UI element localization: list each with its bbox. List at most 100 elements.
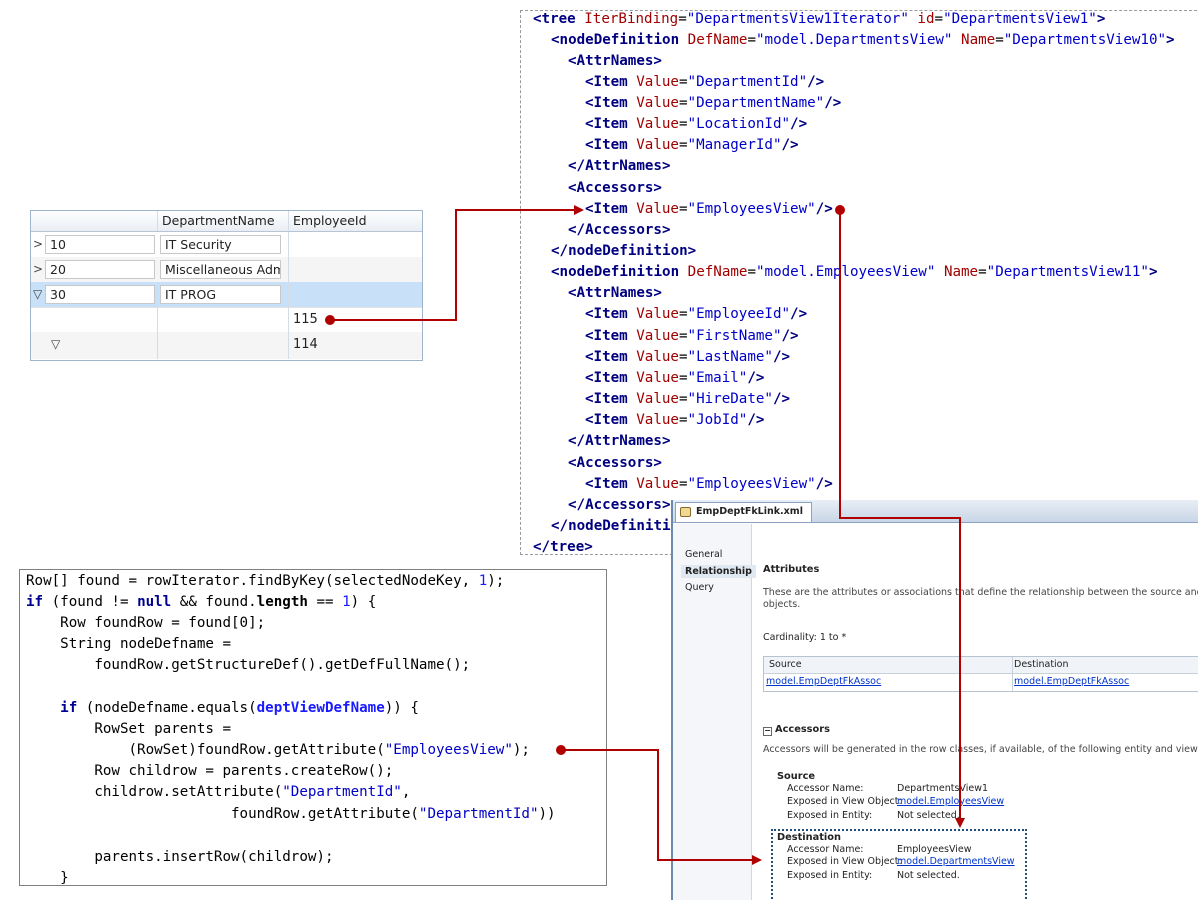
table-row[interactable]: ▽ 114 xyxy=(31,332,422,359)
xml-item: <Item Value="LastName"/> xyxy=(585,349,791,365)
table-row[interactable]: 115 xyxy=(31,307,422,333)
attributes-heading: Attributes xyxy=(763,564,820,575)
collapse-icon[interactable]: ▽ xyxy=(51,337,61,351)
code-line: Row[] found = rowIterator.findByKey(sele… xyxy=(26,573,505,589)
xml-accessors-close: </Accessors> xyxy=(568,497,671,513)
xml-item: <Item Value="DepartmentId"/> xyxy=(585,74,825,90)
xml-attrnames-open: <AttrNames> xyxy=(568,285,662,301)
employee-id-cell: 115 xyxy=(293,312,318,327)
department-name-field[interactable]: IT Security xyxy=(160,235,281,254)
attributes-table: Source Destination model.EmpDeptFkAssoc … xyxy=(763,656,1198,692)
xml-attrnames-close: </AttrNames> xyxy=(568,433,671,449)
table-row-selected[interactable]: ▽ 30 IT PROG xyxy=(31,282,422,308)
id-cell xyxy=(31,307,158,332)
xml-accessor-item: <Item Value="EmployeesView"/> xyxy=(585,201,833,217)
id-field[interactable]: 30 xyxy=(45,285,155,304)
source-exposed-entity-label: Exposed in Entity: xyxy=(787,810,873,821)
source-association-link[interactable]: model.EmpDeptFkAssoc xyxy=(766,676,882,687)
id-cell xyxy=(31,332,158,359)
xml-node-definition-departments: <nodeDefinition DefName="model.Departmen… xyxy=(551,32,1175,48)
column-header-department-name[interactable]: DepartmentName xyxy=(158,211,289,231)
editor-tab[interactable]: EmpDeptFkLink.xml xyxy=(675,502,812,522)
xml-node-definition-close: </nodeDefinition> xyxy=(551,243,697,259)
xml-page-definition: <tree IterBinding="DepartmentsView1Itera… xyxy=(520,10,1198,555)
source-heading: Source xyxy=(777,771,816,782)
xml-item: <Item Value="LocationId"/> xyxy=(585,116,808,132)
source-exposed-view-label: Exposed in View Object: xyxy=(787,796,902,807)
code-line: childrow.setAttribute("DepartmentId", xyxy=(26,784,411,800)
employee-id-cell xyxy=(289,282,422,307)
department-name-field[interactable]: IT PROG xyxy=(160,285,281,304)
destination-exposed-view-label: Exposed in View Object: xyxy=(787,856,902,867)
code-line: foundRow.getStructureDef().getDefFullNam… xyxy=(26,657,471,673)
destination-heading: Destination xyxy=(777,832,841,843)
xml-accessors-open: <Accessors> xyxy=(568,180,662,196)
table-row[interactable]: > 20 Miscellaneous Adm xyxy=(31,257,422,283)
xml-accessors-open: <Accessors> xyxy=(568,455,662,471)
table-row[interactable]: > 10 IT Security xyxy=(31,232,422,258)
association-editor-window: EmpDeptFkLink.xml General Relationship Q… xyxy=(671,500,1198,900)
xml-accessor-item: <Item Value="EmployeesView"/> xyxy=(585,476,833,492)
employee-id-cell xyxy=(289,232,422,257)
java-code-snippet: Row[] found = rowIterator.findByKey(sele… xyxy=(19,569,607,886)
column-header-employee-id[interactable]: EmployeeId xyxy=(293,213,367,228)
employee-id-cell: 114 xyxy=(293,337,318,352)
xml-item: <Item Value="ManagerId"/> xyxy=(585,137,799,153)
editor-tab-bar: EmpDeptFkLink.xml xyxy=(673,500,1198,523)
destination-exposed-entity-label: Exposed in Entity: xyxy=(787,870,873,881)
xml-item: <Item Value="JobId"/> xyxy=(585,412,765,428)
xml-accessors-close: </Accessors> xyxy=(568,222,671,238)
xml-item: <Item Value="Email"/> xyxy=(585,370,765,386)
code-line: String nodeDefname = xyxy=(26,636,231,652)
code-line: RowSet parents = xyxy=(26,721,231,737)
xml-item: <Item Value="HireDate"/> xyxy=(585,391,791,407)
nav-item-relationship[interactable]: Relationship xyxy=(681,565,756,578)
collapse-icon[interactable]: − xyxy=(763,726,772,736)
xml-file-icon xyxy=(680,507,691,517)
accessors-description: Accessors will be generated in the row c… xyxy=(763,744,1198,755)
xml-attrnames-close: </AttrNames> xyxy=(568,158,671,174)
department-name-cell xyxy=(158,307,289,332)
employee-id-cell xyxy=(289,257,422,282)
source-accessor-name-value: DepartmentsView1 xyxy=(897,783,989,794)
xml-item: <Item Value="DepartmentName"/> xyxy=(585,95,842,111)
xml-item: <Item Value="EmployeeId"/> xyxy=(585,306,808,322)
xml-tree-open: <tree IterBinding="DepartmentsView1Itera… xyxy=(533,11,1106,27)
editor-tab-label: EmpDeptFkLink.xml xyxy=(696,506,803,517)
nav-item-general[interactable]: General xyxy=(685,549,723,560)
code-line: if (nodeDefname.equals(deptViewDefName))… xyxy=(60,700,419,716)
id-field[interactable]: 20 xyxy=(45,260,155,279)
code-line: foundRow.getAttribute("DepartmentId")) xyxy=(26,806,556,822)
editor-content: Attributes These are the attributes or a… xyxy=(763,524,1198,900)
source-exposed-view-link[interactable]: model.EmployeesView xyxy=(897,796,1005,807)
destination-exposed-view-link[interactable]: model.DepartmentsView xyxy=(897,856,1015,867)
xml-attrnames-open: <AttrNames> xyxy=(568,53,662,69)
cardinality-label: Cardinality: 1 to * xyxy=(763,632,847,643)
department-name-cell xyxy=(158,332,289,359)
column-header-destination[interactable]: Destination xyxy=(1014,659,1069,670)
column-divider xyxy=(1012,657,1013,691)
expand-icon[interactable]: > xyxy=(33,237,44,251)
code-line: Row childrow = parents.createRow(); xyxy=(26,763,394,779)
accessors-heading[interactable]: −Accessors xyxy=(763,724,830,736)
destination-accessor-name-label: Accessor Name: xyxy=(787,844,864,855)
destination-association-link[interactable]: model.EmpDeptFkAssoc xyxy=(1014,676,1130,687)
column-header-source[interactable]: Source xyxy=(769,659,802,670)
nav-item-query[interactable]: Query xyxy=(685,582,714,593)
collapse-icon[interactable]: ▽ xyxy=(33,287,43,301)
source-exposed-entity-value: Not selected. xyxy=(897,810,960,821)
destination-exposed-entity-value: Not selected. xyxy=(897,870,960,881)
destination-accessor-name-value: EmployeesView xyxy=(897,844,972,855)
editor-navigation: General Relationship Query xyxy=(673,524,756,900)
column-header-id[interactable] xyxy=(31,211,158,231)
department-name-field[interactable]: Miscellaneous Adm xyxy=(160,260,281,279)
code-line: parents.insertRow(childrow); xyxy=(26,849,334,865)
expand-icon[interactable]: > xyxy=(33,262,44,276)
code-line: } xyxy=(26,870,69,886)
attributes-description-cont: objects. xyxy=(763,599,801,610)
attributes-description: These are the attributes or associations… xyxy=(763,587,1198,598)
code-line: (RowSet)foundRow.getAttribute("Employees… xyxy=(26,742,530,758)
code-line: if (found != null && found.length == 1) … xyxy=(26,594,377,610)
xml-tree-close: </tree> xyxy=(533,539,593,555)
id-field[interactable]: 10 xyxy=(45,235,155,254)
